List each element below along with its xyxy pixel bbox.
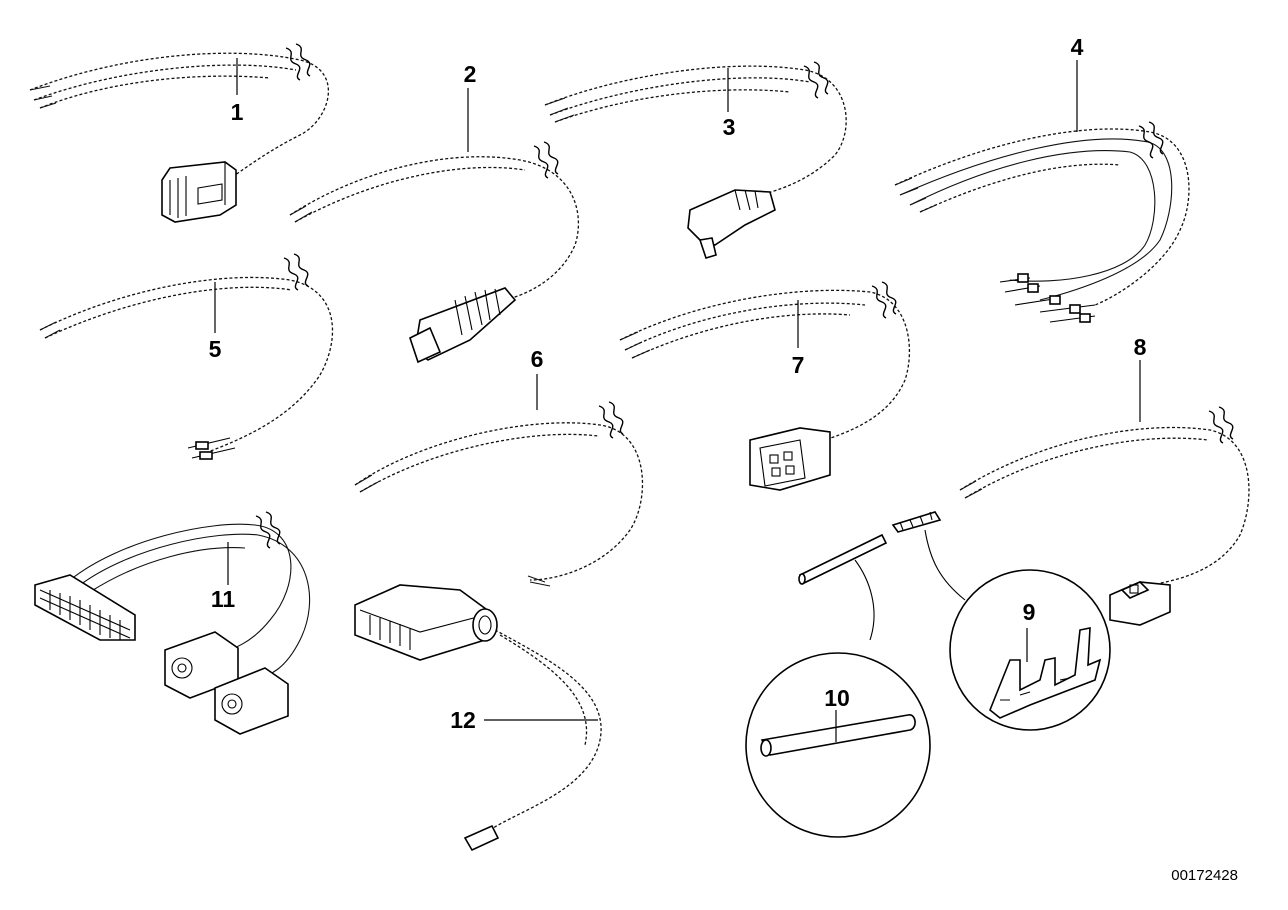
callout-9: 9 <box>1023 599 1036 625</box>
callout-4: 4 <box>1071 34 1084 60</box>
callout-3: 3 <box>723 114 736 140</box>
part-8-cable[interactable] <box>959 406 1250 626</box>
part-12-connector <box>354 584 498 661</box>
part-11-harness[interactable] <box>34 511 311 735</box>
callout-10: 10 <box>824 685 850 711</box>
callout-5: 5 <box>209 336 222 362</box>
part-10-sleeve[interactable] <box>745 533 931 838</box>
part-3-connector <box>687 189 776 259</box>
part-7-cable[interactable] <box>619 281 911 491</box>
callout-2: 2 <box>464 61 477 87</box>
callout-11: 11 <box>211 586 236 612</box>
callout-6: 6 <box>531 346 544 372</box>
part-1-cable[interactable] <box>29 43 329 223</box>
part-5-cable[interactable] <box>39 253 334 460</box>
part-9-terminal[interactable] <box>891 511 1111 731</box>
part-9-detail-view <box>989 627 1102 719</box>
callout-7: 7 <box>792 352 805 378</box>
part-6-cable[interactable] <box>354 401 644 587</box>
part-1-connector <box>161 161 237 223</box>
part-5-terminals <box>187 437 236 460</box>
part-2-connector <box>409 287 517 364</box>
part-7-connector <box>749 427 831 491</box>
part-3-cable[interactable] <box>544 61 847 259</box>
part-11-main-connector <box>34 574 136 641</box>
part-10-detail-view <box>760 714 916 757</box>
part-11-sub-connector-b <box>214 667 289 735</box>
leader-lines <box>214 58 1141 742</box>
callout-labels: 1 2 3 4 5 6 7 8 9 10 11 12 <box>209 34 1147 733</box>
callout-1: 1 <box>231 99 244 125</box>
part-2-cable[interactable] <box>289 141 580 364</box>
part-12-cable[interactable] <box>354 584 602 852</box>
callout-8: 8 <box>1134 334 1147 360</box>
part-8-connector <box>1109 581 1171 626</box>
part-4-terminals <box>999 273 1096 323</box>
document-number: 00172428 <box>1171 867 1238 884</box>
part-4-cable[interactable] <box>894 121 1190 323</box>
part-12-plug <box>463 824 500 852</box>
callout-12: 12 <box>450 707 476 733</box>
